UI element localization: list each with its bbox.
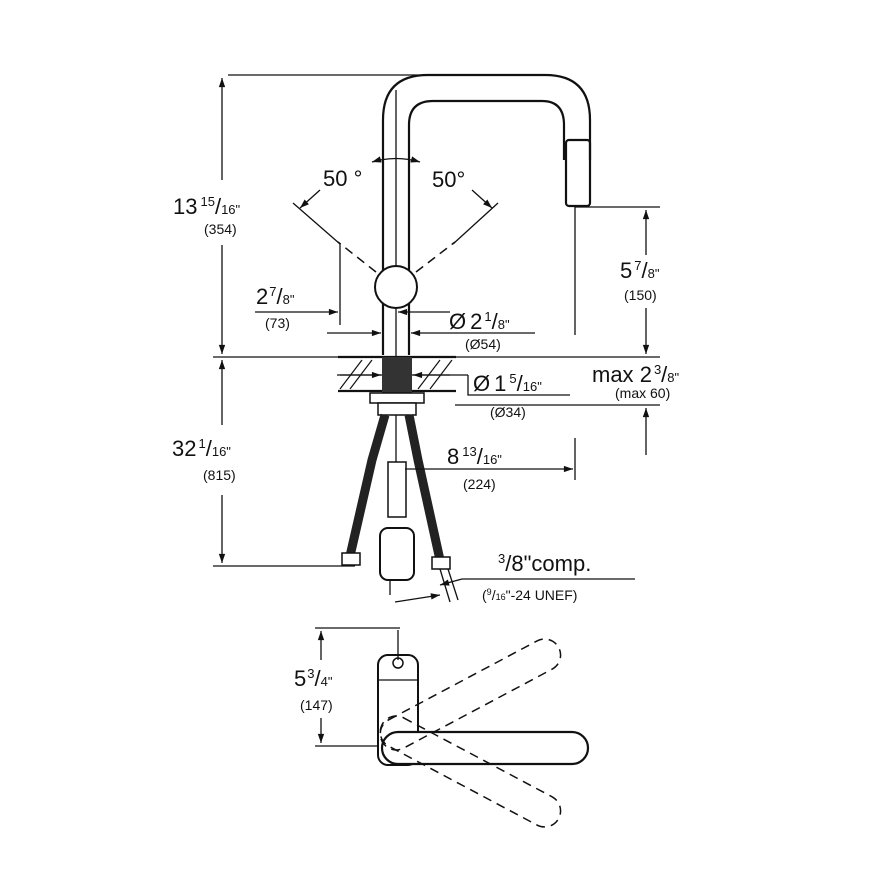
faucet-top-view bbox=[315, 627, 590, 828]
handle-offset-metric: (73) bbox=[265, 315, 290, 331]
handle-lever bbox=[374, 265, 418, 309]
reference-lines bbox=[213, 74, 660, 567]
top-view-height-metric: (147) bbox=[300, 697, 333, 713]
height-total-metric: (354) bbox=[204, 221, 237, 237]
angle-left-label: 50 ° bbox=[323, 166, 362, 191]
spout-reach-metric: (224) bbox=[463, 476, 496, 492]
spray-height-metric: (150) bbox=[624, 287, 657, 303]
hole-diameter-metric: (Ø34) bbox=[490, 404, 526, 420]
handle-offset-label: 27/8" bbox=[256, 284, 295, 309]
counter-thickness-metric: (max 60) bbox=[615, 385, 670, 401]
top-view-height-label: 53/4" bbox=[294, 666, 333, 691]
body-diameter-metric: (Ø54) bbox=[465, 336, 501, 352]
angle-labels: 50 ° 50° bbox=[323, 166, 465, 192]
supply-hoses bbox=[341, 413, 459, 603]
connection-thread: (9/16"-24 UNEF) bbox=[482, 587, 577, 603]
angle-right-label: 50° bbox=[432, 167, 465, 192]
below-counter-metric: (815) bbox=[203, 467, 236, 483]
faucet-side-view bbox=[292, 73, 592, 480]
connection-label: 3/8"comp. bbox=[498, 551, 591, 576]
dimension-lines bbox=[218, 78, 650, 603]
countertop-section bbox=[337, 355, 456, 416]
